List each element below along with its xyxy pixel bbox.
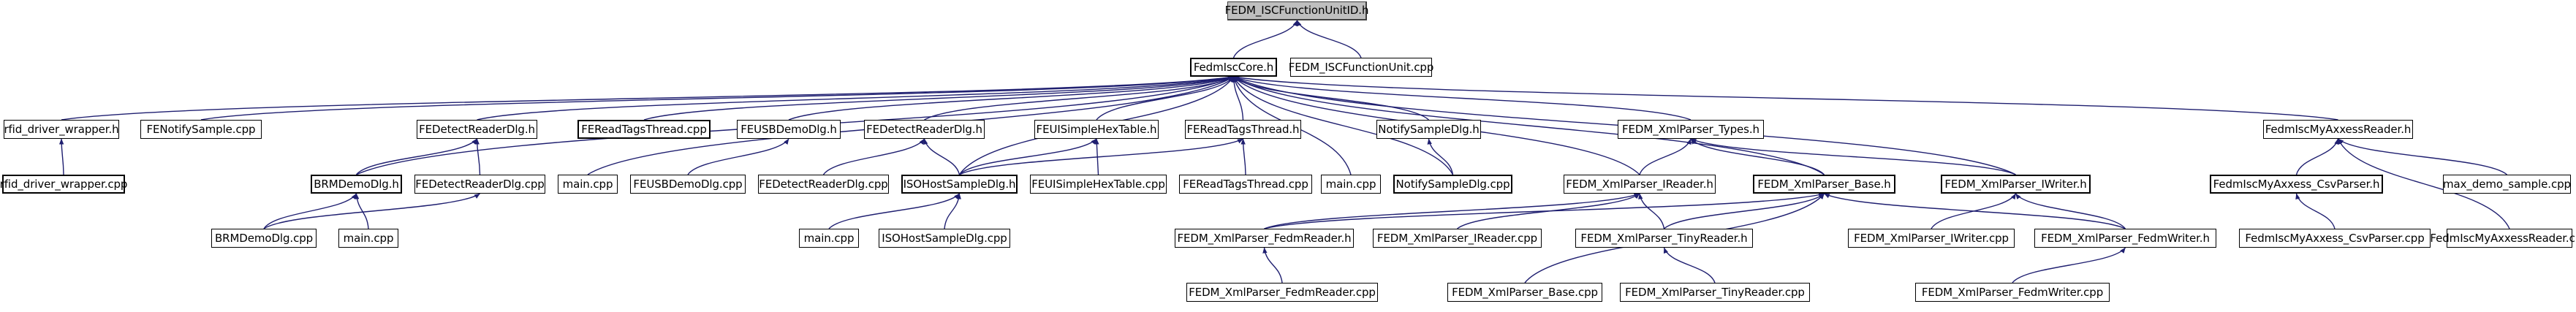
graph-node[interactable]: FedmIscCore.h [1190,58,1277,77]
graph-node[interactable]: FEDM_ISCFunctionUnit.cpp [1289,58,1433,77]
graph-node[interactable]: FEDM_XmlParser_Types.h [1618,120,1764,139]
graph-node[interactable]: rfid_driver_wrapper.h [4,120,119,139]
dependency-edge [1240,138,1246,175]
graph-node[interactable]: FEUSBDemoDlg.cpp [630,175,746,194]
dependency-edge [1233,76,1825,175]
graph-node[interactable]: FEDetectReaderDlg.h [417,120,537,139]
dependency-edge [2295,138,2339,175]
dependency-edge [355,138,478,175]
graph-node[interactable]: FEDM_XmlParser_IReader.cpp [1373,229,1542,248]
graph-node[interactable]: FedmIscMyAxxessReader.h [2263,120,2413,139]
dependency-edge [1096,76,1235,121]
dependency-edge [1690,138,1825,175]
graph-node[interactable]: FedmIscMyAxxessReader.cpp [2430,229,2576,248]
dependency-edge [2015,193,2126,229]
graph-node[interactable]: FEDM_XmlParser_TinyReader.h [1575,229,1753,248]
dependency-edge [263,193,480,229]
dependency-edge [1690,138,2016,175]
dependency-edge [822,138,925,175]
graph-node[interactable]: FEUISimpleHexTable.h [1034,120,1159,139]
dependency-edge [58,138,64,175]
dependency-edge [1232,76,1454,175]
graph-node[interactable]: NotifySampleDlg.h [1376,120,1481,139]
graph-node[interactable]: FEDM_XmlParser_Base.h [1753,175,1895,194]
graph-node[interactable]: FENotifySample.cpp [140,120,262,139]
dependency-edge [1664,193,1825,229]
graph-node[interactable]: FEDM_XmlParser_IWriter.cpp [1848,229,2015,248]
dependency-edge [263,193,357,229]
graph-node[interactable]: FEDetectReaderDlg.cpp [758,175,889,194]
dependency-edge [788,76,1234,121]
dependency-edge [1264,192,1825,229]
graph-node[interactable]: FEDetectReaderDlg.cpp [414,175,545,194]
dependency-edge [1262,247,1283,284]
graph-node[interactable]: FEUISimpleHexTable.cpp [1030,175,1167,194]
graph-node[interactable]: rfid_driver_wrapper.cpp [0,175,127,194]
dependency-edge [2337,138,2510,229]
dependency-edge [1233,76,1692,121]
graph-node[interactable]: main.cpp [1321,175,1381,194]
graph-node-root[interactable]: FEDM_ISCFunctionUnitID.h [1225,1,1368,20]
graph-node[interactable]: BRMDemoDlg.h [311,175,402,194]
graph-node[interactable]: FEDetectReaderDlg.h [864,120,985,139]
graph-node[interactable]: FEUSBDemoDlg.h [737,120,841,139]
graph-node[interactable]: FEReadTagsThread.cpp [1179,175,1312,194]
dependency-edge [828,193,961,229]
dependency-edge [61,75,1234,121]
graph-node[interactable]: FedmIscMyAxxess_CsvParser.h [2210,175,2383,194]
dependency-edge [1296,20,1362,58]
dependency-edge [1233,75,2338,121]
graph-node[interactable]: FEDM_XmlParser_FedmReader.h [1175,229,1354,248]
graph-node[interactable]: FEDM_XmlParser_TinyReader.cpp [1620,283,1810,302]
dependency-edge [643,76,1234,121]
dependency-edge [1232,20,1298,58]
dependency-edge [923,138,961,175]
graph-node[interactable]: FEDM_XmlParser_IReader.h [1564,175,1716,194]
graph-node[interactable]: FEDM_XmlParser_FedmReader.cpp [1186,283,1378,302]
dependency-edge [2338,138,2507,175]
dependency-edge [200,75,1234,121]
dependency-edge [958,138,1097,175]
dependency-edge [474,138,481,175]
graph-node[interactable]: FEDM_XmlParser_FedmWriter.cpp [1915,283,2110,302]
dependency-edge [477,75,1234,121]
dependency-edge [1638,193,1665,229]
graph-node[interactable]: FEReadTagsThread.cpp [577,120,711,139]
dependency-edge [2012,247,2126,284]
graph-node[interactable]: max_demo_sample.cpp [2443,175,2571,194]
dependency-edge [959,138,1243,175]
graph-node[interactable]: main.cpp [558,175,618,194]
graph-node[interactable]: FEDM_XmlParser_FedmWriter.h [2034,229,2216,248]
graph-node[interactable]: FEDM_XmlParser_IWriter.h [1941,175,2091,194]
dependency-edge [354,193,369,229]
graph-node[interactable]: FedmIscMyAxxess_CsvParser.cpp [2239,229,2431,248]
graph-node[interactable]: FEDM_XmlParser_Base.cpp [1447,283,1602,302]
graph-node[interactable]: BRMDemoDlg.cpp [211,229,317,248]
dependency-edge [1427,138,1454,175]
graph-node[interactable]: FEReadTagsThread.h [1185,120,1301,139]
dependency-edge [1639,138,1692,175]
dependency-edge [687,138,789,175]
dependency-edge [944,193,961,229]
graph-node[interactable]: main.cpp [799,229,859,248]
graph-node[interactable]: ISOHostSampleDlg.h [901,175,1018,194]
dependency-edge [1663,247,1716,284]
dependency-edge [2295,193,2336,229]
dependency-edge [1931,193,2017,229]
graph-node[interactable]: main.cpp [338,229,398,248]
dependency-edge [1264,193,1640,229]
graph-node[interactable]: ISOHostSampleDlg.cpp [879,229,1010,248]
dependency-edge [924,76,1234,121]
graph-node[interactable]: NotifySampleDlg.cpp [1393,175,1512,194]
